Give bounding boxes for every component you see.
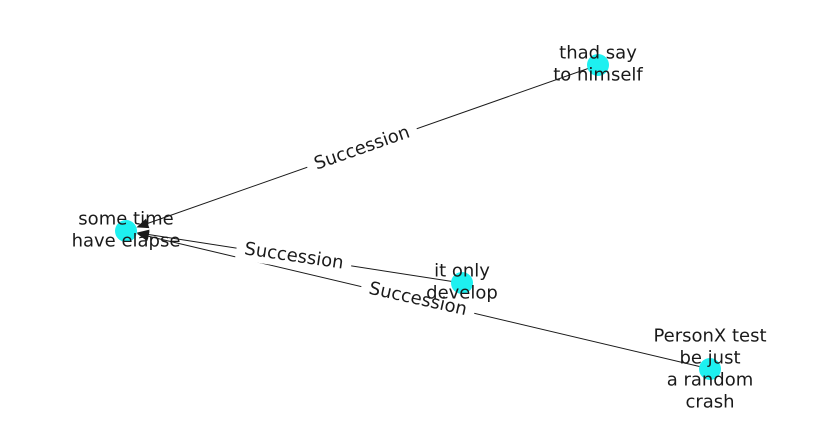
edges-layer <box>136 64 711 370</box>
node-label-line: a random <box>667 370 754 391</box>
node-n_time <box>115 220 137 242</box>
edge-arrowhead <box>136 218 150 229</box>
node-label-line: to himself <box>553 65 643 86</box>
edge-arrowhead <box>136 231 150 242</box>
node-label-line: be just <box>679 348 740 369</box>
node-label-line: thad say <box>559 43 637 64</box>
node-label-line: some time <box>78 209 173 230</box>
edge-label-group: Succession <box>234 235 354 277</box>
node-label-line: it only <box>434 261 490 282</box>
node-label-line: develop <box>426 283 498 304</box>
edge-label-group: Succession <box>303 117 421 179</box>
node-n_only <box>451 272 473 294</box>
edge-label-background <box>234 235 354 277</box>
node-label-line: PersonX test <box>653 326 766 347</box>
node-label-line: have elapse <box>72 231 181 252</box>
edge-label-background <box>358 274 478 324</box>
nodes-layer <box>115 54 721 380</box>
edge-label-background <box>303 117 421 179</box>
node-label-line: crash <box>685 392 734 413</box>
edge-label: Succession <box>243 238 345 273</box>
node-n_test <box>699 358 721 380</box>
node-n_thad <box>587 54 609 76</box>
